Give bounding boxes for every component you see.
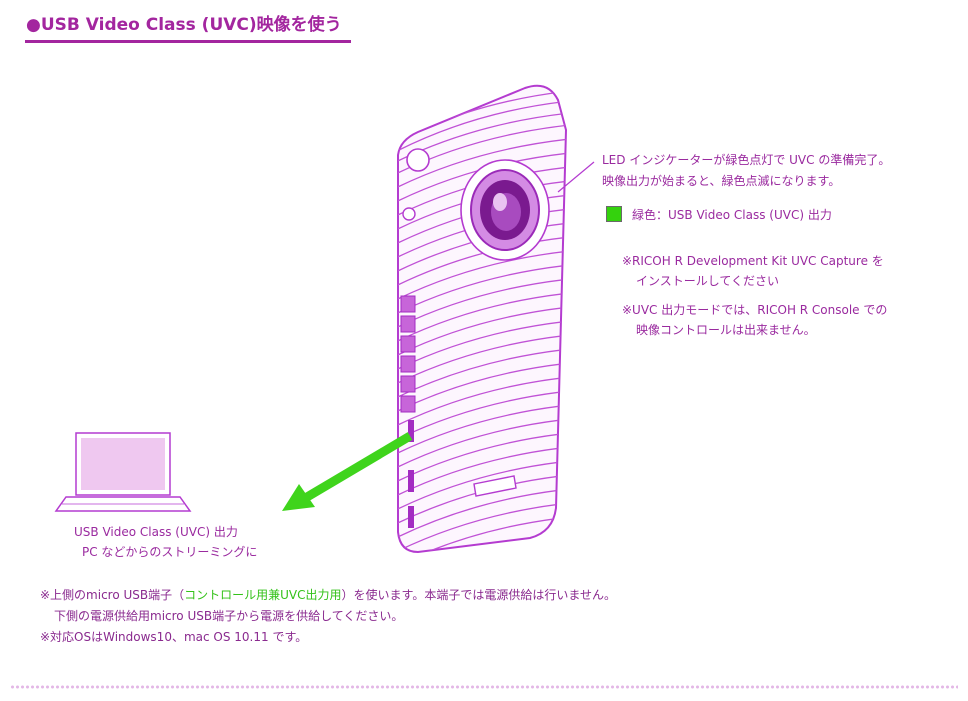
callout-line-1: LED インジケーターが緑色点灯で UVC の準備完了。	[602, 153, 891, 167]
footnote-2: 下側の電源供給用micro USB端子から電源を供給してください。	[54, 609, 404, 623]
laptop-caption-1: USB Video Class (UVC) 出力	[74, 525, 238, 539]
laptop-caption-2: PC などからのストリーミングに	[82, 545, 258, 559]
remark-2-line-2: 映像コントロールは出来ません。	[636, 323, 816, 337]
title-underline	[25, 40, 351, 43]
legend-label: 緑色：USB Video Class (UVC) 出力	[632, 208, 832, 222]
callout-line	[557, 161, 595, 193]
arrow-icon	[282, 432, 413, 511]
footnote-1: ※上側のmicro USB端子（コントロール用兼UVC出力用）を使います。本端子…	[40, 585, 616, 605]
remark-1-line-2: インストールしてください	[636, 274, 780, 288]
footnote-1-highlight: コントロール用兼UVC出力用	[184, 588, 342, 602]
lens-icon	[460, 159, 550, 261]
callout-line-2: 映像出力が始まると、緑色点滅になります。	[602, 174, 841, 188]
footnote-1-suffix: ）を使います。本端子では電源供給は行いません。	[341, 588, 616, 602]
footnote-3: ※対応OSはWindows10、mac OS 10.11 です。	[40, 630, 308, 644]
remark-2-line-1: ※UVC 出力モードでは、RICOH R Console での	[622, 303, 888, 317]
page-title: ●USB Video Class (UVC)映像を使う	[26, 15, 342, 35]
remark-1-line-1: ※RICOH R Development Kit UVC Capture を	[622, 254, 884, 268]
laptop-icon	[54, 432, 192, 512]
dotted-divider	[10, 684, 958, 690]
camera-device-illustration	[397, 84, 568, 554]
legend-swatch	[606, 206, 622, 222]
footnote-1-prefix: ※上側のmicro USB端子（	[40, 588, 185, 602]
